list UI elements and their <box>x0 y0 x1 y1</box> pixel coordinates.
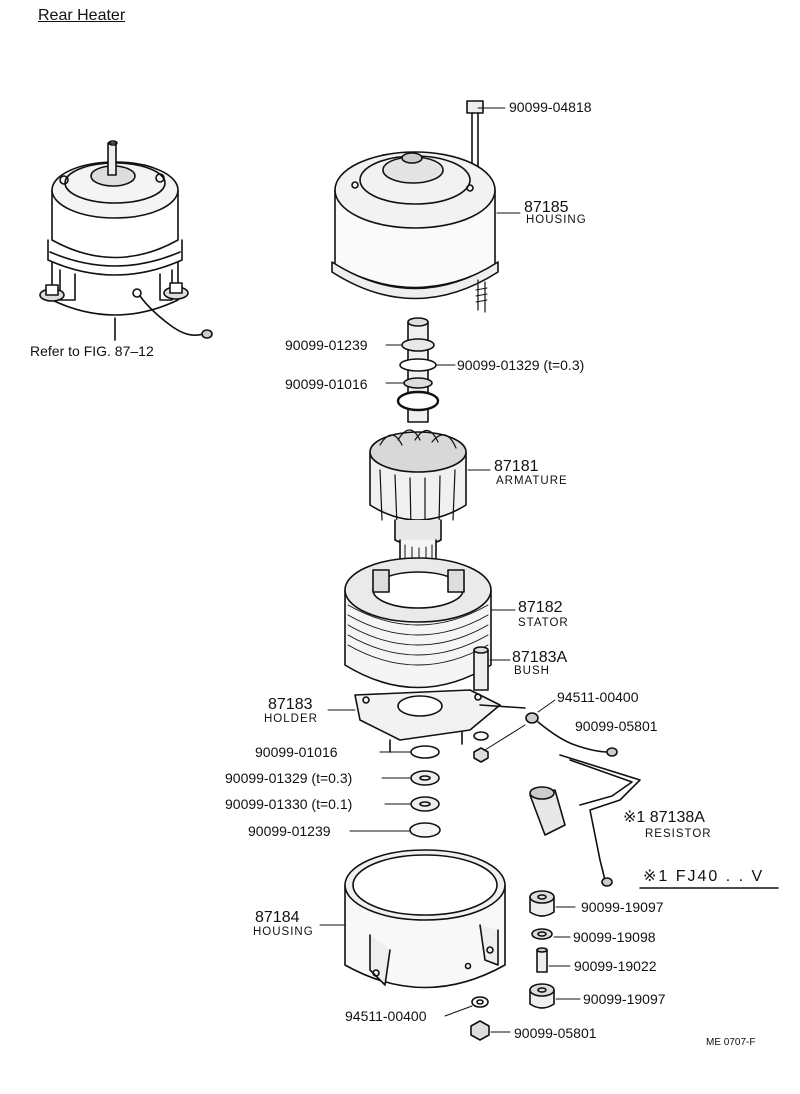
lower-nut-part-number: 90099-05801 <box>514 1025 597 1041</box>
lower-washers-illustration <box>349 745 441 838</box>
clip-washer-part-number: 94511-00400 <box>557 689 639 705</box>
bush-illustration <box>473 646 511 691</box>
holder-name: HOLDER <box>264 713 318 725</box>
resistor-illustration <box>529 754 641 887</box>
grommet-bottom-part-number: 90099-19097 <box>583 991 666 1007</box>
figure-code: ME 0707-F <box>706 1037 756 1048</box>
terminal-wire-illustration <box>473 699 618 763</box>
upper-housing-name: HOUSING <box>526 214 587 226</box>
refer-label: Refer to FIG. 87–12 <box>30 343 154 359</box>
lower-housing-illustration <box>319 849 506 989</box>
washer-top-b-part-number: 90099-01329 (t=0.3) <box>457 357 585 373</box>
washer-top-a-part-number: 90099-01239 <box>285 337 368 353</box>
washer-b3-part-number: 90099-01330 (t=0.1) <box>225 796 353 812</box>
resistor-part-number: ※1 87138A <box>623 809 705 826</box>
bolt-part-number: 90099-04818 <box>509 99 592 115</box>
armature-part-number: 87181 <box>494 458 539 475</box>
holder-part-number: 87183 <box>268 696 313 713</box>
resistor-name: RESISTOR <box>645 828 712 840</box>
shaft-illustration <box>385 317 456 423</box>
lower-housing-name: HOUSING <box>253 926 314 938</box>
washer-b2-part-number: 90099-01329 (t=0.3) <box>225 770 353 786</box>
bush-part-number: 87183A <box>512 649 568 666</box>
upper-housing-part-number: 87185 <box>524 199 569 216</box>
bush-name: BUSH <box>514 665 550 677</box>
armature-name: ARMATURE <box>496 475 568 487</box>
stator-illustration <box>344 557 516 689</box>
lower-washer-nut-illustration <box>444 996 511 1041</box>
lower-housing-part-number: 87184 <box>255 909 300 926</box>
grommet-stack-illustration <box>529 890 581 1009</box>
washer-b4-part-number: 90099-01239 <box>248 823 331 839</box>
lower-washer-part-number: 94511-00400 <box>345 1008 427 1024</box>
grommet-sleeve-part-number: 90099-19022 <box>574 958 657 974</box>
upper-housing-illustration <box>331 151 521 313</box>
model-note: ※1 FJ40 . . V <box>643 868 765 885</box>
stator-name: STATOR <box>518 617 569 629</box>
assembled-motor-illustration <box>39 140 213 341</box>
washer-b1-part-number: 90099-01016 <box>255 744 338 760</box>
page-title: Rear Heater <box>38 7 126 24</box>
nut-upper-part-number: 90099-05801 <box>575 718 658 734</box>
grommet-washer-part-number: 90099-19098 <box>573 929 656 945</box>
stator-part-number: 87182 <box>518 599 563 616</box>
grommet-top-part-number: 90099-19097 <box>581 899 664 915</box>
washer-top-c-part-number: 90099-01016 <box>285 376 368 392</box>
armature-illustration <box>369 429 491 576</box>
holder-illustration <box>327 689 501 753</box>
